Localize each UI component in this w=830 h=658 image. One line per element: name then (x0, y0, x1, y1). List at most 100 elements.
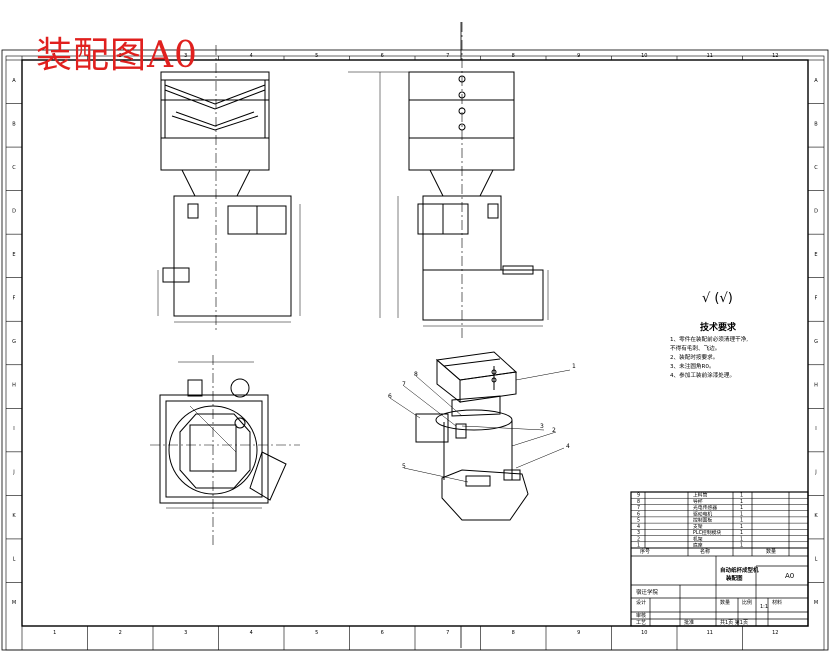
zone-number: 8 (512, 53, 515, 59)
part-number: 7 (637, 505, 640, 511)
zone-letter: E (12, 252, 15, 258)
process-label: 工艺 (636, 620, 646, 626)
zone-number: 5 (315, 53, 318, 59)
zone-letter: F (815, 295, 818, 301)
zone-number: 7 (446, 630, 449, 636)
zone-number: 1 (53, 630, 56, 636)
part-name: 控制面板 (693, 517, 712, 524)
part-qty: 1 (740, 530, 743, 536)
zone-letter: K (814, 513, 818, 519)
zone-number: 3 (184, 630, 187, 636)
balloon-label: 5 (402, 463, 406, 470)
zone-letter: M (12, 600, 16, 606)
zone-number: 1 (53, 53, 56, 59)
zone-number: 10 (641, 630, 647, 636)
zone-number: 6 (381, 53, 384, 59)
balloon-label: 4 (566, 443, 570, 450)
approve-label: 批准 (684, 619, 694, 626)
balloon-label: 8 (414, 371, 418, 378)
zone-number: 3 (184, 53, 187, 59)
zone-number: 4 (250, 630, 253, 636)
inner-border (21, 59, 809, 627)
isometric-view (389, 351, 571, 521)
zone-number: 4 (250, 53, 253, 59)
part-name: 机架 (693, 535, 703, 542)
tech-requirement-item: 4、参加工装前涂漆处理。 (670, 371, 735, 379)
part-number: 9 (637, 493, 640, 499)
zone-letter: D (814, 208, 818, 214)
zone-letter: G (12, 339, 16, 345)
drawing-name-line2: 装配图 (726, 574, 743, 582)
zone-letter: M (814, 600, 818, 606)
zone-letter: I (13, 426, 14, 432)
part-number: 5 (637, 518, 640, 524)
zone-letter: L (815, 557, 818, 563)
part-qty: 1 (740, 499, 743, 505)
part-name: PLC控制模块 (693, 529, 721, 536)
part-name: 驱动电机 (693, 510, 712, 517)
frame-border (5, 55, 825, 651)
zone-number: 9 (577, 630, 580, 636)
balloon-label: 3 (540, 423, 544, 430)
part-number: 4 (637, 524, 640, 530)
part-number: 2 (637, 536, 640, 542)
header-qty: 数量 (766, 548, 776, 555)
part-name: 上料筒 (693, 492, 708, 499)
zone-letter: D (12, 208, 16, 214)
zone-letter: G (814, 339, 818, 345)
part-qty: 1 (740, 493, 743, 499)
header-name: 名称 (700, 548, 710, 555)
part-name: 光电传感器 (693, 504, 717, 511)
zone-letter: I (815, 426, 816, 432)
sheet-info: 共1页 第1页 (720, 619, 748, 626)
check-label: 审核 (636, 612, 646, 619)
zone-letter: A (814, 78, 818, 84)
ratio-label: 比例 (742, 599, 752, 606)
zone-letter: L (13, 557, 16, 563)
part-name: 底座 (693, 542, 703, 549)
part-name: 支架 (693, 523, 703, 530)
part-qty: 1 (740, 524, 743, 530)
zone-number: 6 (381, 630, 384, 636)
zone-letter: C (12, 165, 16, 171)
zone-letter: B (814, 121, 818, 127)
balloon-label: 2 (552, 427, 556, 434)
part-number: 6 (637, 511, 640, 517)
tech-requirements-heading: 技术要求 (700, 321, 737, 333)
tech-requirement-item: 不得有毛刺、飞边。 (670, 344, 720, 352)
zone-letter: B (12, 121, 16, 127)
part-number: 3 (637, 530, 640, 536)
quantity-label: 数量 (720, 599, 730, 606)
tech-requirement-item: 3、未注圆角R0。 (670, 362, 715, 370)
balloon-label: 7 (402, 381, 406, 388)
zone-letter: K (12, 513, 16, 519)
balloon-label: 1 (572, 363, 576, 370)
top-view (150, 355, 300, 545)
front-view (157, 45, 301, 330)
part-number: 8 (637, 499, 640, 505)
balloon-label: 6 (388, 393, 392, 400)
part-qty: 1 (740, 511, 743, 517)
side-view (348, 22, 549, 340)
zone-number: 2 (119, 53, 122, 59)
ratio-value: 1:1 (760, 604, 768, 610)
zone-number: 12 (772, 630, 778, 636)
design-label: 设计 (636, 599, 646, 606)
zone-letter: H (814, 383, 818, 389)
zone-letter: J (12, 470, 14, 476)
tech-requirement-item: 2、装配时按要求。 (670, 353, 718, 361)
zone-letter: A (12, 78, 16, 84)
balloon-labels: 1 2 3 4 5 6 7 8 (388, 363, 576, 470)
zone-letter: F (13, 295, 16, 301)
zone-number: 5 (315, 630, 318, 636)
sheet-title: 装配图A0 (36, 35, 198, 76)
zone-letter: H (12, 383, 16, 389)
part-number: 1 (637, 543, 640, 549)
zone-letter: C (814, 165, 818, 171)
zone-letter: J (814, 470, 816, 476)
header-no: 序号 (640, 548, 650, 555)
